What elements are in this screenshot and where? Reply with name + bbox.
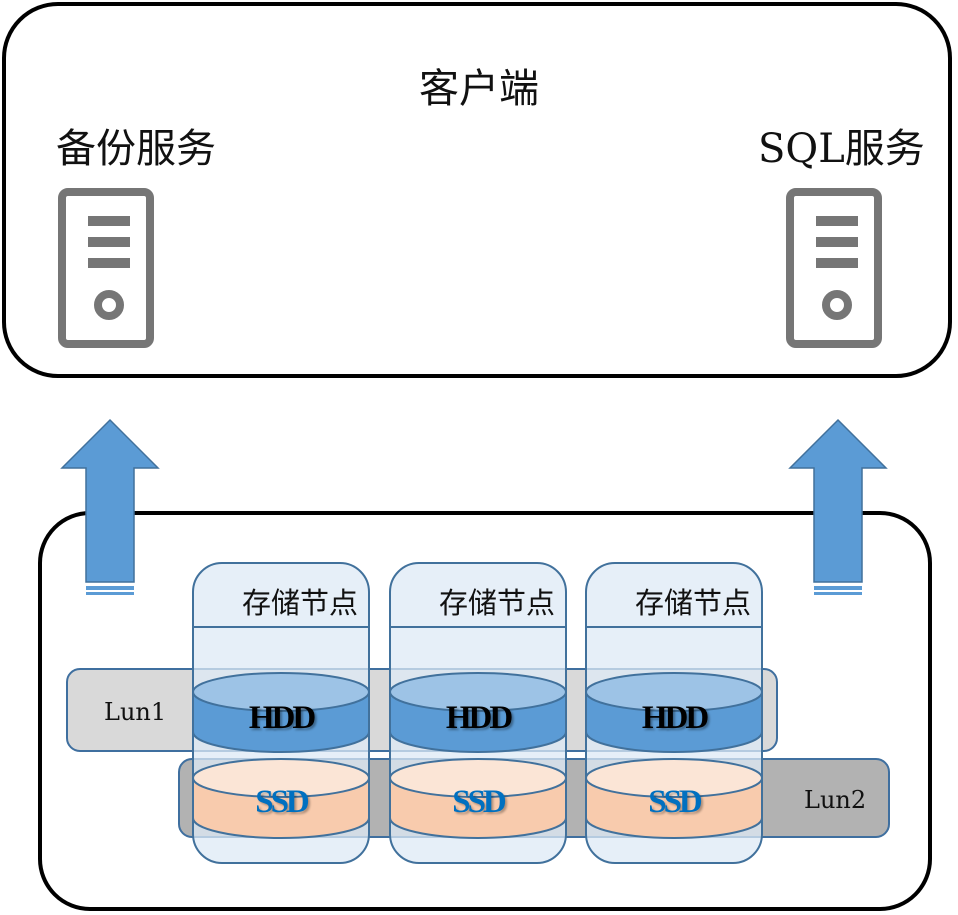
ssd-disk-icon — [585, 758, 763, 839]
ssd-label: SSD — [255, 784, 310, 820]
lun2-label: Lun2 — [804, 786, 867, 814]
hdd-label: HDD — [641, 700, 709, 736]
client-container — [2, 2, 952, 378]
hdd-label: HDD — [248, 700, 316, 736]
storage-node-label: 存储节点 — [634, 586, 751, 620]
client-title: 客户端 — [419, 66, 539, 112]
arrow-up-icon — [788, 418, 888, 595]
backup-service-label: 备份服务 — [56, 126, 216, 172]
sql-service-label: SQL服务 — [758, 126, 925, 172]
ssd-label: SSD — [648, 784, 703, 820]
hdd-disk-icon — [389, 672, 567, 753]
ssd-disk-icon — [192, 758, 370, 839]
server-icon — [58, 188, 154, 348]
server-icon — [786, 188, 882, 348]
hdd-label: HDD — [445, 700, 513, 736]
ssd-disk-icon — [389, 758, 567, 839]
storage-container — [38, 511, 932, 911]
hdd-disk-icon — [192, 672, 370, 753]
lun1-label: Lun1 — [104, 698, 167, 726]
storage-node-label: 存储节点 — [241, 586, 358, 620]
ssd-label: SSD — [452, 784, 507, 820]
storage-node-label: 存储节点 — [438, 586, 555, 620]
arrow-up-icon — [60, 418, 160, 595]
hdd-disk-icon — [585, 672, 763, 753]
